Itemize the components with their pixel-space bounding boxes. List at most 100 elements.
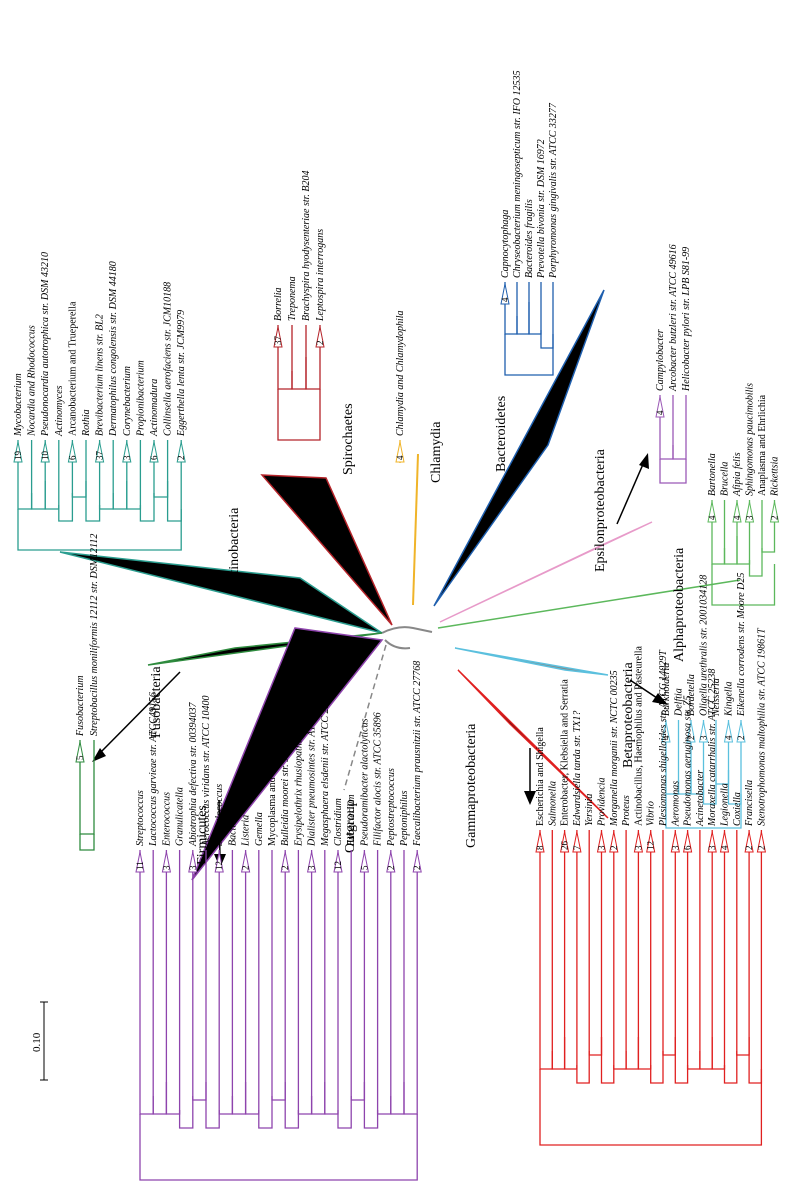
taxon-label: Bordetella (686, 674, 697, 716)
collapsed-clade: 26 (560, 831, 570, 853)
gamma-wedge (457, 669, 609, 819)
collapsed-clade: 4 (732, 501, 742, 523)
taxon-label: Streptobacillus moniliformis 12112 str. … (89, 534, 100, 736)
internal-branch (711, 548, 726, 565)
subtree-root (539, 1069, 763, 1146)
collapsed-clade: 12 (333, 851, 343, 873)
clade-count: 3 (122, 455, 132, 460)
internal-branch (376, 1096, 392, 1115)
internal-branch (166, 481, 182, 522)
subtree-root (504, 334, 554, 376)
taxon-label: Helicobacter pylori str. LPB S81-99 (681, 247, 692, 392)
collapsed-clade: 2 (412, 851, 422, 873)
collapsed-clade: 3 (188, 851, 198, 873)
collapsed-clade: 37 (95, 441, 105, 463)
internal-branch (674, 1037, 689, 1084)
clade-count: 3 (699, 735, 709, 740)
label-epsilon: Epsilonproteobacteria (593, 448, 608, 572)
internal-branch (528, 302, 542, 335)
internal-branch (244, 1082, 260, 1115)
collapsed-clade: 3 (307, 851, 317, 873)
clade-count: 37 (95, 451, 105, 461)
internal-branch (403, 1082, 418, 1115)
taxon-label: Legionella (720, 783, 731, 827)
collapsed-clade: 5 (359, 851, 369, 873)
taxon-label: Brevibacterium linens str. BL2 (95, 314, 106, 436)
subtree-root (277, 389, 321, 441)
internal-branch (390, 1082, 405, 1115)
internal-branch (540, 316, 554, 349)
internal-branch (736, 536, 751, 565)
taxon-label: Brachyspira hyodysenteriae str. B204 (301, 170, 312, 321)
clade-count: 3 (670, 845, 680, 850)
taxon-label: Enterococcus (161, 792, 172, 847)
taxon-label: Aeromonas (670, 781, 681, 827)
collapsed-clade: 2 (241, 851, 251, 873)
taxon-label: Eggerthella lenta str. JCM9979 (176, 310, 187, 437)
clade-count: 8 (535, 845, 545, 850)
clade-count: 12 (333, 861, 343, 870)
taxon-label: Eikenella corrodens str. Moore D25 (736, 573, 747, 717)
clade-count: 11 (135, 861, 145, 870)
internal-branch (672, 435, 687, 460)
clade-count: 4 (655, 410, 665, 415)
clade-count: 2 (412, 866, 422, 871)
clade-count: 12 (646, 841, 656, 850)
internal-branch (337, 1096, 352, 1129)
internal-branch (723, 1051, 738, 1084)
internal-branch (659, 445, 674, 460)
collapsed-clade: 12 (214, 851, 224, 873)
clade-count: 5 (359, 865, 369, 870)
clade-count: 12 (214, 861, 224, 870)
label-outgroup: Outgroup (343, 799, 358, 853)
clade-count: 3 (707, 845, 717, 850)
clade-count: 3 (188, 865, 198, 870)
taxon-label: Escherichia and Shigella (535, 727, 546, 826)
label-bacteroidetes: Bacteroidetes (494, 396, 509, 472)
collapsed-clade: 2 (744, 831, 754, 853)
internal-branch (165, 1082, 181, 1115)
collapsed-clade: 19 (13, 441, 23, 463)
subtree-root (665, 794, 742, 829)
label-alpha: Alphaproteobacteria (672, 547, 687, 662)
subtree-root (659, 459, 687, 484)
taxon-label: Gemella (254, 812, 265, 846)
collapsed-clade: 3 (633, 831, 643, 853)
collapsed-clade: 2 (770, 501, 780, 523)
taxon-label: Dermatophilus congolensis str. DSM 44180 (108, 261, 119, 437)
taxon-label: Vibrio (646, 801, 657, 826)
internal-branch (231, 1082, 247, 1115)
clade-count: 6 (67, 455, 77, 460)
clade-count: 19 (13, 451, 23, 461)
internal-branch (504, 316, 518, 335)
clade-count: 4 (707, 515, 717, 520)
taxon-label: Corynebacterium (122, 366, 133, 436)
bacteroidetes-wedge (433, 289, 605, 607)
collapsed-clade: 3 (161, 851, 171, 873)
taxon-label: Abiotrophia defectiva str. 00394037 (188, 701, 199, 847)
spirochaetes-wedge (260, 474, 393, 626)
taxon-label: Eubacterium (346, 794, 357, 847)
taxon-label: Borrelia (273, 287, 284, 321)
taxon-label: Edwardsiella tarda str. TX1? (572, 711, 583, 827)
taxon-label: Acinetobacter (695, 770, 706, 827)
internal-branch (516, 302, 530, 335)
subtree-root (139, 1114, 418, 1181)
collapsed-clade: 3 (670, 831, 680, 853)
internal-branch (551, 1037, 566, 1070)
taxon-label: Sphingomonas paucimobilis (745, 383, 756, 496)
taxon-label: Francisella (744, 780, 755, 827)
taxon-label: Propionibacterium (135, 360, 146, 437)
collapsed-clade: 3 (745, 501, 755, 523)
internal-branch (85, 481, 101, 522)
clade-count: 2 (744, 846, 754, 851)
internal-branch (192, 1082, 207, 1101)
taxon-label: Moraxella catarrhalis str. ATCC 25238 (707, 669, 718, 827)
internal-branch (153, 481, 169, 498)
taxon-label: Yersinia (584, 794, 595, 826)
collapsed-clade: 2 (280, 851, 290, 873)
collapsed-clade: 2 (686, 721, 696, 743)
internal-branch (650, 1051, 664, 1084)
internal-branch (748, 548, 763, 577)
